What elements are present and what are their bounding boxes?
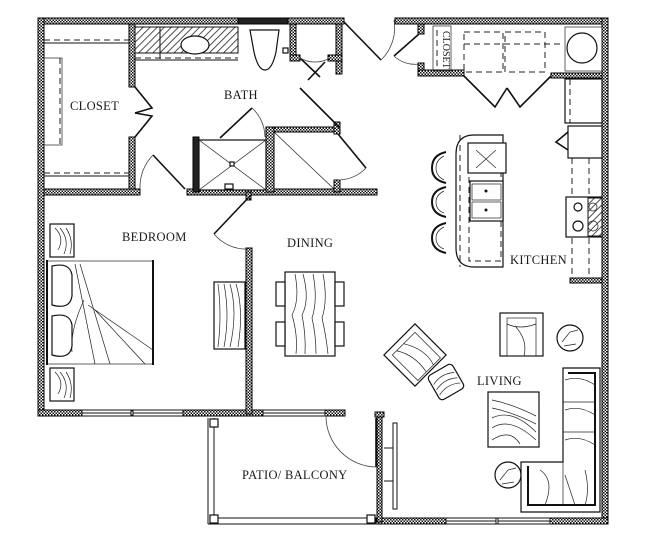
room-label-closet: CLOSET	[70, 99, 119, 113]
interior-walls	[43, 23, 603, 415]
bar-stools	[430, 151, 447, 254]
dining-furniture	[275, 271, 345, 357]
living-furniture	[383, 312, 601, 513]
room-label-patio: PATIO/ BALCONY	[242, 468, 348, 482]
kitchen-fixtures	[430, 26, 603, 278]
doors	[134, 19, 569, 468]
walk-in-closet	[43, 39, 129, 177]
room-label-living: LIVING	[477, 374, 522, 388]
entry-closet: CLOSET	[432, 25, 452, 72]
patio-balcony	[207, 418, 376, 525]
room-label-entry-closet: CLOSET	[440, 31, 451, 69]
room-label-bath: BATH	[224, 88, 258, 102]
room-label-kitchen: KITCHEN	[510, 253, 567, 267]
exterior-walls	[37, 17, 609, 525]
room-labels: CLOSET BATH BEDROOM DINING KITCHEN LIVIN…	[70, 88, 567, 482]
windows	[81, 409, 551, 525]
bathroom-fixtures	[134, 26, 335, 191]
bedroom-furniture	[46, 223, 246, 402]
room-label-bedroom: BEDROOM	[122, 230, 187, 244]
room-label-dining: DINING	[287, 236, 333, 250]
